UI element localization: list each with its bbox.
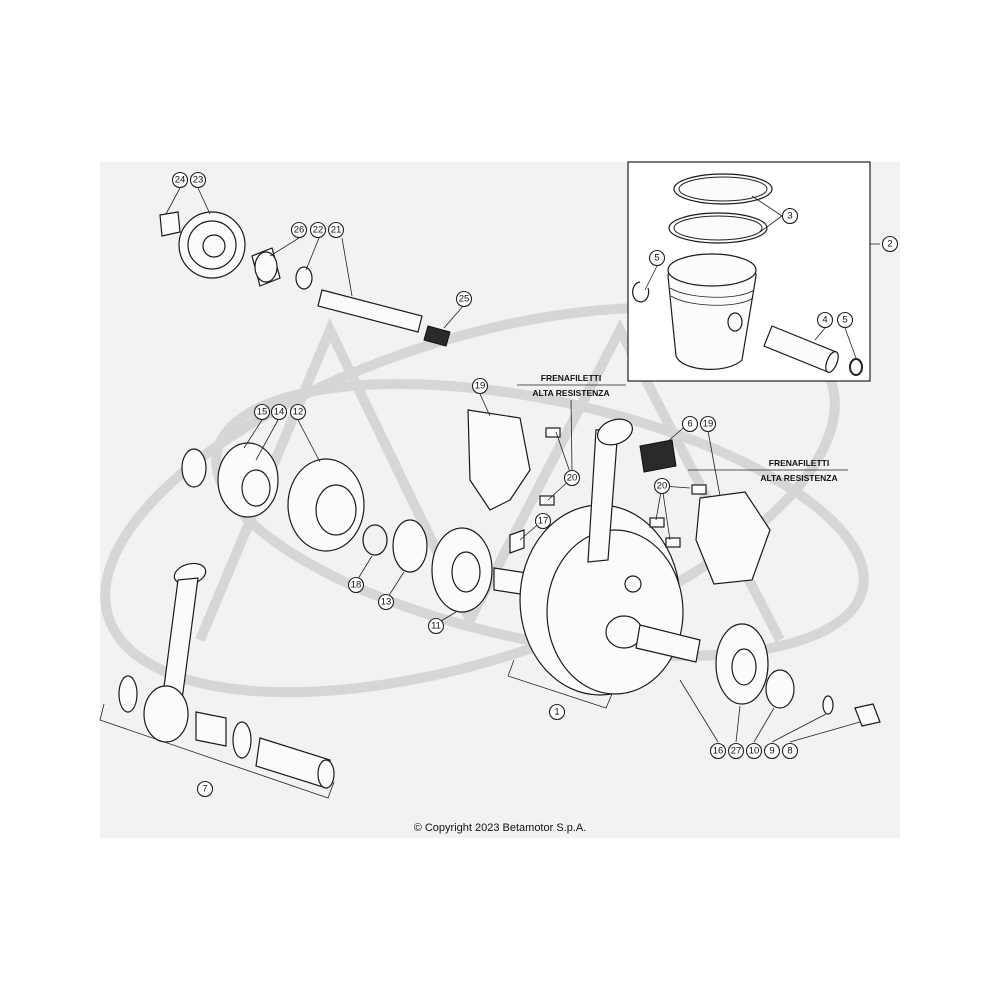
callout-17: 17 <box>534 512 552 530</box>
bracket-crankshaft <box>507 659 613 709</box>
svg-text:9: 9 <box>769 746 774 757</box>
callout-7: 7 <box>196 780 214 798</box>
svg-text:21: 21 <box>331 225 342 236</box>
svg-text:18: 18 <box>351 580 362 591</box>
counter-shaft-assembly <box>159 211 451 347</box>
callout-2: 2 <box>881 235 899 253</box>
note-right-line1: FRENAFILETTI <box>769 458 829 468</box>
piston-rings <box>668 173 773 244</box>
svg-text:16: 16 <box>713 746 724 757</box>
connecting-rod-kit <box>118 562 335 789</box>
piston-pin <box>763 325 839 373</box>
callout-16: 16 <box>709 742 727 760</box>
callout-11: 11 <box>427 617 445 635</box>
note-left-line2: ALTA RESISTENZA <box>532 388 609 398</box>
callout-1: 1 <box>548 703 566 721</box>
svg-text:26: 26 <box>294 225 305 236</box>
callout-5-left: 5 <box>648 249 666 267</box>
svg-text:13: 13 <box>381 597 392 608</box>
svg-text:12: 12 <box>293 407 304 418</box>
callout-13: 13 <box>377 593 395 611</box>
svg-text:14: 14 <box>274 407 285 418</box>
circlip-right <box>849 358 863 376</box>
callout-20-left: 20 <box>563 469 581 487</box>
svg-text:20: 20 <box>567 473 578 484</box>
callout-9: 9 <box>763 742 781 760</box>
callout-24: 24 <box>171 171 189 189</box>
crankshaft <box>493 504 881 727</box>
callout-21: 21 <box>327 221 345 239</box>
callout-19-left: 19 <box>471 377 489 395</box>
callout-19-right: 19 <box>699 415 717 433</box>
callout-23: 23 <box>189 171 207 189</box>
svg-text:2: 2 <box>887 239 892 250</box>
watermark-graphic <box>100 302 869 698</box>
bracket-rod-kit <box>99 703 335 799</box>
svg-text:5: 5 <box>654 253 659 264</box>
svg-text:27: 27 <box>731 746 742 757</box>
callout-4: 4 <box>816 311 834 329</box>
svg-text:4: 4 <box>822 315 827 326</box>
callout-12: 12 <box>289 403 307 421</box>
callout-3: 3 <box>781 207 799 225</box>
svg-text:1: 1 <box>554 707 559 718</box>
callout-15: 15 <box>253 403 271 421</box>
callout-6: 6 <box>681 415 699 433</box>
note-left-line1: FRENAFILETTI <box>541 373 601 383</box>
callout-10: 10 <box>745 742 763 760</box>
svg-text:15: 15 <box>257 407 268 418</box>
svg-text:24: 24 <box>175 175 186 186</box>
svg-text:20: 20 <box>657 481 668 492</box>
callout-18: 18 <box>347 576 365 594</box>
svg-text:3: 3 <box>787 211 792 222</box>
callout-8: 8 <box>781 742 799 760</box>
circlip-left <box>632 281 650 303</box>
svg-text:23: 23 <box>193 175 204 186</box>
svg-text:6: 6 <box>687 419 692 430</box>
callout-22: 22 <box>309 221 327 239</box>
svg-text:19: 19 <box>475 381 486 392</box>
svg-text:5: 5 <box>842 315 847 326</box>
callout-5-right: 5 <box>836 311 854 329</box>
connecting-rod <box>587 418 677 563</box>
callout-14: 14 <box>270 403 288 421</box>
threadlocker-note-left: FRENAFILETTI ALTA RESISTENZA <box>517 373 626 471</box>
svg-text:7: 7 <box>202 784 207 795</box>
svg-text:8: 8 <box>787 746 792 757</box>
svg-text:17: 17 <box>538 516 549 527</box>
callout-26: 26 <box>290 221 308 239</box>
svg-text:11: 11 <box>431 621 441 632</box>
callout-25: 25 <box>455 290 473 308</box>
svg-text:22: 22 <box>313 225 324 236</box>
callout-27: 27 <box>727 742 745 760</box>
svg-text:25: 25 <box>459 294 470 305</box>
copyright-text: © Copyright 2023 Betamotor S.p.A. <box>413 822 587 834</box>
piston <box>667 253 757 370</box>
crank-covers <box>467 409 771 585</box>
leader-lines <box>165 187 880 743</box>
callout-20-right: 20 <box>653 477 671 495</box>
svg-text:10: 10 <box>749 746 760 757</box>
svg-text:19: 19 <box>703 419 714 430</box>
note-right-line2: ALTA RESISTENZA <box>760 473 837 483</box>
threadlocker-note-right: FRENAFILETTI ALTA RESISTENZA <box>688 458 848 483</box>
gear-set <box>181 442 493 613</box>
